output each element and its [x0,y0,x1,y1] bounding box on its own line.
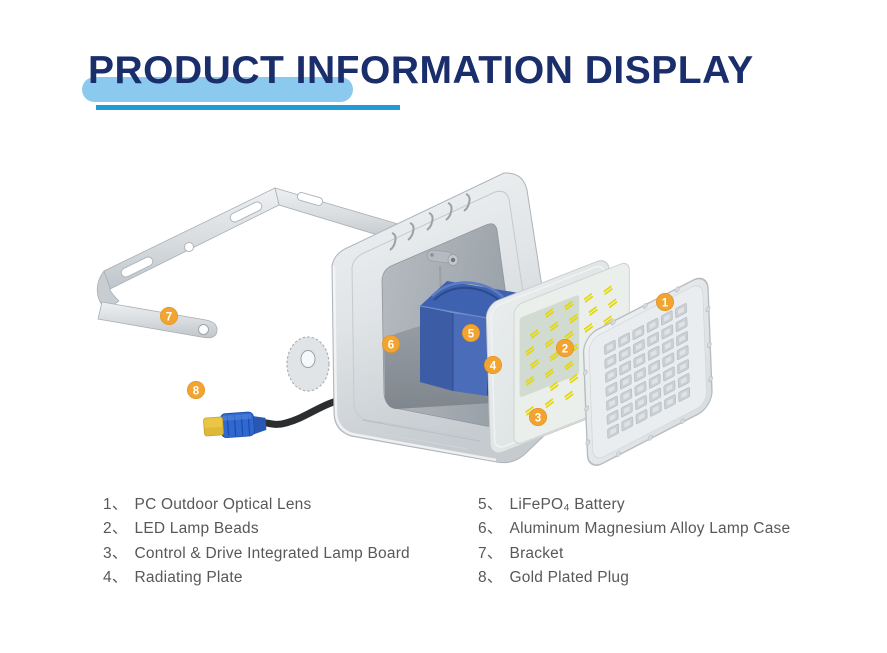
bracket-slot [120,256,154,278]
title-highlight [82,77,353,102]
legend-item-label: Aluminum Magnesium Alloy Lamp Case [509,520,791,538]
legend-item-number: 2、 [103,520,128,538]
part-badge-8: 8 [187,380,206,399]
plug-graphic [203,411,267,439]
legend-item-1: 1、 PC Outdoor Optical Lens [103,497,410,513]
part-badge-4: 4 [483,355,502,374]
bracket-slot [296,192,324,206]
legend-item-label: PC Outdoor Optical Lens [134,496,312,513]
bracket-slot [229,201,263,223]
legend-item-label: Gold Plated Plug [509,568,630,586]
legend-item-number: 8、 [478,568,503,586]
rim-clips [389,193,471,251]
legend-item-number: 5、 [478,496,503,513]
parts-legend-right: 5、 LiFePO₄ Battery 6、 Aluminum Magnesium Al… [478,497,790,594]
lens-cell-grid [604,303,691,439]
bracket-graphic [96,187,406,339]
bracket-hole [184,242,194,252]
part-badge-number: 4 [490,360,497,372]
legend-item-7: 7、 Bracket [478,544,790,562]
part-badge-number: 6 [388,339,394,351]
legend-item-6: 6、 Aluminum Magnesium Alloy Lamp Case [478,521,790,537]
lens-edge-clips [582,286,713,458]
part-badge-number: 2 [562,343,568,355]
legend-item-label: LiFePO₄ Battery [509,496,625,513]
part-badges: 1 2 3 4 5 6 7 8 [160,292,674,426]
part-badge-number: 1 [662,297,669,309]
legend-item-number: 1、 [103,496,128,513]
legend-item-2: 2、 LED Lamp Beads [103,521,410,537]
legend-item-label: Control & Drive Integrated Lamp Board [134,544,410,562]
legend-item-8: 8、 Gold Plated Plug [478,568,790,586]
part-badge-number: 5 [468,328,475,340]
cable-gland-post [426,249,459,301]
part-badge-3: 3 [528,407,547,426]
part-badge-number: 7 [166,311,172,323]
part-badge-1: 1 [655,292,674,311]
parts-legend-left: 1、 PC Outdoor Optical Lens 2、 LED Lamp Bead… [103,497,410,594]
legend-item-4: 4、 Radiating Plate [103,568,410,586]
page-title: PRODUCT INFORMATION DISPLAY [88,49,754,92]
part-badge-number: 3 [535,412,541,424]
cable-graphic [256,394,352,428]
bracket-hole [198,324,209,335]
legend-item-number: 4、 [103,568,128,586]
legend-item-number: 7、 [478,544,503,562]
driver-zone [519,295,580,397]
lens-graphic [582,277,713,466]
legend-item-5: 5、 LiFePO₄ Battery [478,497,790,513]
part-badge-2: 2 [555,338,574,357]
part-badge-5: 5 [461,323,480,342]
legend-item-label: Bracket [509,544,564,562]
legend-item-number: 3、 [103,544,128,562]
legend-item-label: Radiating Plate [134,568,243,586]
legend-item-number: 6、 [478,520,503,538]
part-badge-number: 8 [193,385,200,397]
legend-item-3: 3、 Control & Drive Integrated Lamp Board [103,544,410,562]
title-underline [96,105,400,110]
case-ear-tab [286,336,330,392]
part-badge-7: 7 [160,306,179,325]
part-badge-6: 6 [381,334,400,353]
legend-item-label: LED Lamp Beads [134,520,259,538]
